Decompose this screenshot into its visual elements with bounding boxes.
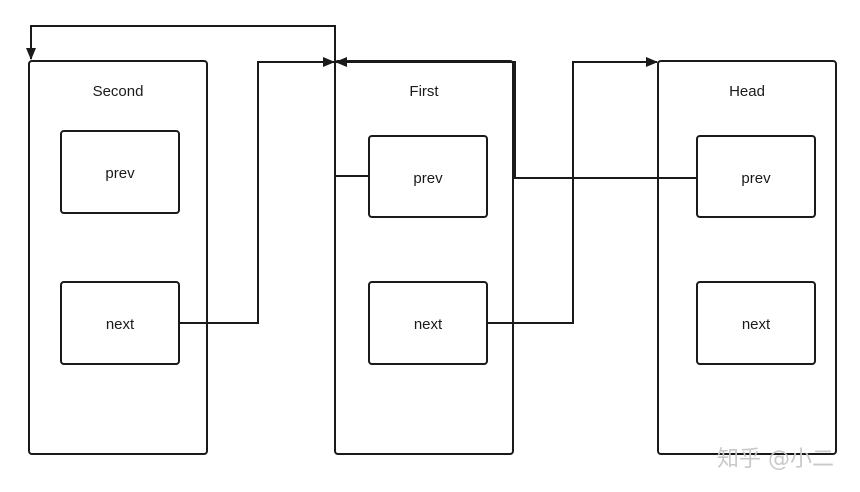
- node-second: Second prev next: [28, 60, 208, 455]
- link-first-next-to-head: [487, 57, 658, 324]
- node-first-next-label: next: [414, 316, 443, 333]
- node-first-prev-field: prev: [368, 135, 488, 218]
- node-first-box: [334, 60, 514, 455]
- node-second-next-label: next: [106, 316, 135, 333]
- node-second-prev-field: prev: [60, 130, 180, 214]
- node-head-next-field: next: [696, 281, 816, 365]
- node-second-title: Second: [93, 83, 144, 100]
- node-head-next-box: [696, 281, 816, 365]
- node-head-box: [657, 60, 837, 455]
- node-head: Head prev next: [657, 60, 837, 455]
- watermark-text: 知乎 @小二: [717, 447, 834, 472]
- node-head-prev-label: prev: [741, 170, 771, 187]
- link-first-prev-to-second: [26, 25, 369, 177]
- link-head-prev-to-first: [335, 57, 697, 179]
- node-second-box: [28, 60, 208, 455]
- node-first: First prev next: [334, 60, 514, 455]
- node-second-next-field: next: [60, 281, 180, 365]
- node-head-title: Head: [729, 83, 765, 100]
- node-first-prev-label: prev: [413, 170, 443, 187]
- link-second-next-to-first: [179, 57, 335, 324]
- node-head-next-label: next: [742, 316, 771, 333]
- node-head-prev-field: prev: [696, 135, 816, 218]
- node-head-prev-box: [696, 135, 816, 218]
- node-first-next-field: next: [368, 281, 488, 365]
- node-second-prev-label: prev: [105, 165, 135, 182]
- node-first-title: First: [409, 83, 439, 100]
- node-second-prev-box: [60, 130, 180, 214]
